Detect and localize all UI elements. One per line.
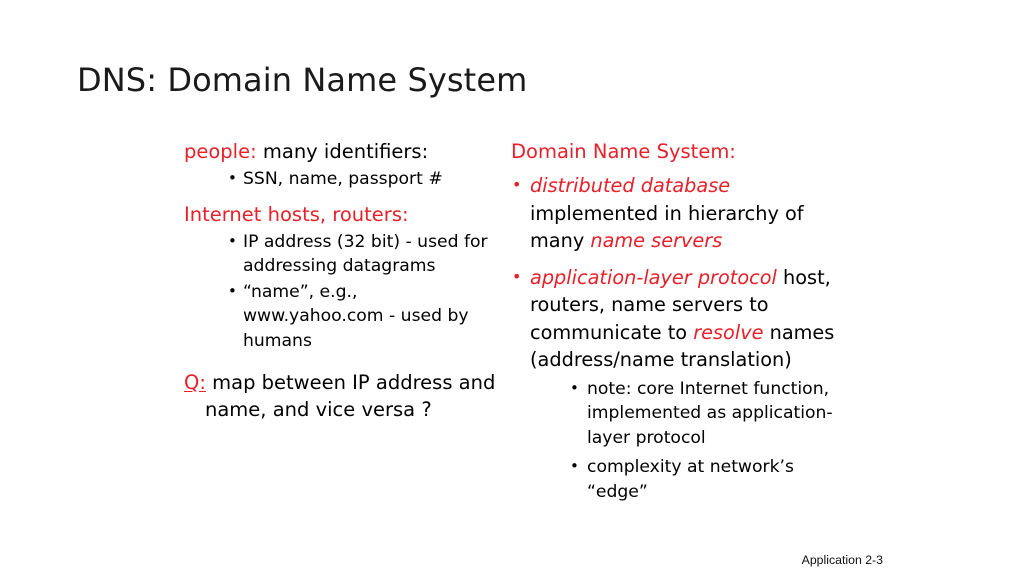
dns-heading: Domain Name System:: [511, 138, 851, 165]
question-marker: Q:: [184, 371, 206, 394]
bullet-emphasis: name servers: [590, 229, 723, 252]
people-heading-accent: people:: [184, 140, 257, 163]
bullet-emphasis: application-layer protocol: [530, 265, 777, 289]
question-text: map between IP address and name, and vic…: [205, 371, 496, 421]
page-title: DNS: Domain Name System: [77, 61, 528, 99]
bullet-text: names (address/name translation): [530, 320, 835, 372]
question-block: Q: map between IP address and name, and …: [184, 369, 496, 423]
left-content-column: people: many identifiers: SSN, name, pas…: [184, 138, 496, 423]
slide-footer: Application 2-3: [801, 553, 883, 567]
dns-heading-accent: Domain Name System:: [511, 140, 736, 163]
hosts-heading: Internet hosts, routers:: [184, 201, 496, 228]
bullet-emphasis: distributed database: [530, 174, 731, 197]
list-item: “name”, e.g., www.yahoo.com - used by hu…: [184, 279, 496, 354]
people-bullet-list: SSN, name, passport #: [184, 166, 496, 192]
hosts-bullet-list: IP address (32 bit) - used for addressin…: [184, 229, 496, 354]
bullet-text: host, routers, name servers to communica…: [530, 265, 831, 344]
right-content-column: Domain Name System: distributed database…: [511, 138, 851, 504]
dns-sub-bullet-list: note: core Internet function, implemente…: [530, 376, 851, 505]
list-item: distributed database implemented in hier…: [511, 171, 851, 255]
list-item: SSN, name, passport #: [184, 166, 496, 192]
list-item: application-layer protocol host, routers…: [511, 263, 851, 505]
people-heading: people: many identifiers:: [184, 138, 496, 165]
dns-bullet-list: distributed database implemented in hier…: [511, 171, 851, 505]
bullet-emphasis: resolve: [693, 320, 764, 344]
list-item: complexity at network’s “edge”: [530, 454, 851, 504]
list-item: note: core Internet function, implemente…: [530, 376, 851, 451]
bullet-text: implemented in hierarchy of many: [530, 201, 804, 253]
hosts-heading-accent: Internet hosts, routers:: [184, 202, 409, 226]
people-heading-rest: many identifiers:: [256, 140, 429, 163]
list-item: IP address (32 bit) - used for addressin…: [184, 229, 496, 279]
